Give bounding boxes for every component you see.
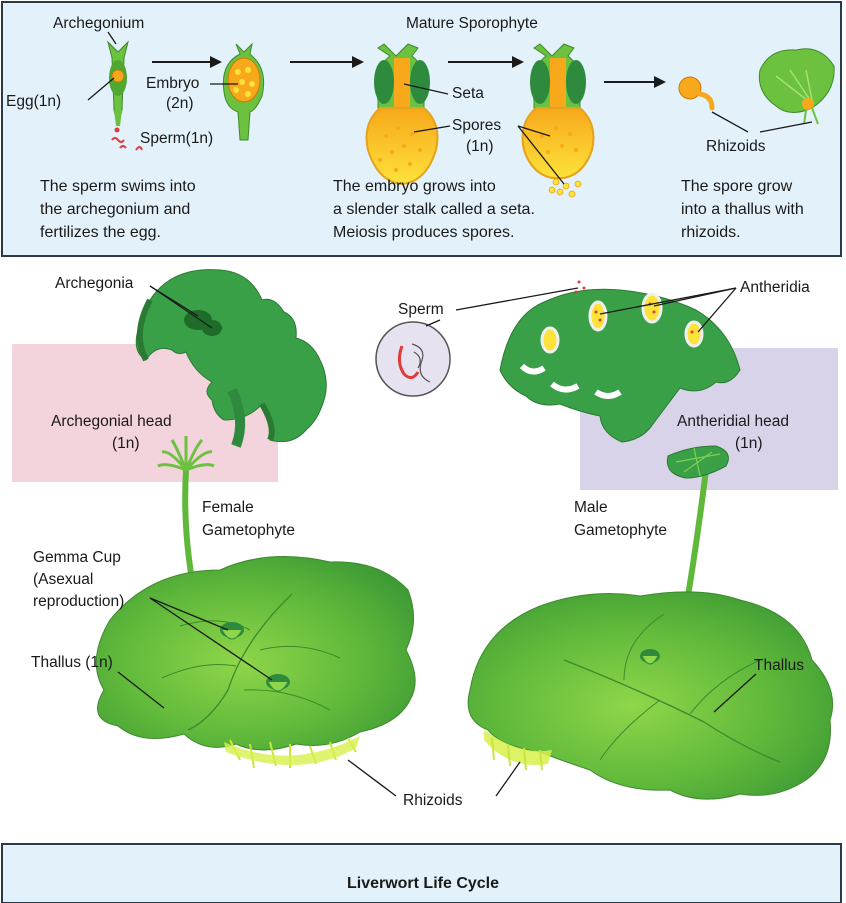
- svg-text:into a thallus with: into a thallus with: [681, 201, 804, 218]
- label-rhizoids-main: Rhizoids: [403, 792, 463, 809]
- label-antheridia: Antheridia: [740, 279, 810, 296]
- label-male: Male: [574, 499, 608, 516]
- label-gemma-reproduction: reproduction): [33, 593, 124, 610]
- svg-text:The embryo grows into: The embryo grows into: [333, 178, 496, 195]
- label-rhizoids-top: Rhizoids: [706, 138, 766, 155]
- label-spores-ploidy: (1n): [466, 138, 494, 155]
- thallus-female: [96, 557, 415, 768]
- svg-text:rhizoids.: rhizoids.: [681, 224, 741, 241]
- label-spores: Spores: [452, 117, 501, 134]
- label-thallus-left: Thallus (1n): [31, 654, 113, 671]
- label-embryo-ploidy: (2n): [166, 95, 194, 112]
- label-gemma-cup: Gemma Cup: [33, 549, 121, 566]
- label-archegonial-ploidy: (1n): [112, 435, 140, 452]
- label-egg: Egg(1n): [6, 93, 61, 110]
- label-female-gametophyte: Gametophyte: [202, 522, 295, 539]
- label-mature-sporophyte: Mature Sporophyte: [406, 15, 538, 32]
- svg-text:fertilizes the egg.: fertilizes the egg.: [40, 224, 161, 241]
- label-antheridial-head: Antheridial head: [677, 413, 789, 430]
- label-seta: Seta: [452, 85, 484, 102]
- label-antheridial-ploidy: (1n): [735, 435, 763, 452]
- label-sperm-top: Sperm(1n): [140, 130, 213, 147]
- label-male-gametophyte: Gametophyte: [574, 522, 667, 539]
- footer-panel: [2, 844, 841, 903]
- sperm-magnified: [376, 322, 450, 396]
- label-archegonium: Archegonium: [53, 15, 144, 32]
- thallus-male: [468, 592, 833, 799]
- svg-text:a slender stalk called a seta.: a slender stalk called a seta.: [333, 201, 535, 218]
- label-female: Female: [202, 499, 254, 516]
- svg-text:The spore grow: The spore grow: [681, 178, 793, 195]
- label-embryo: Embryo: [146, 75, 199, 92]
- svg-text:Meiosis produces spores.: Meiosis produces spores.: [333, 224, 514, 241]
- svg-text:the archegonium and: the archegonium and: [40, 201, 190, 218]
- label-thallus-right: Thallus: [754, 657, 804, 674]
- label-gemma-asexual: (Asexual: [33, 571, 93, 588]
- svg-text:The sperm swims into: The sperm swims into: [40, 178, 196, 195]
- footer-title: Liverwort Life Cycle: [347, 875, 499, 892]
- label-archegonial-head: Archegonial head: [51, 413, 172, 430]
- label-archegonia: Archegonia: [55, 275, 134, 292]
- label-sperm-main: Sperm: [398, 301, 444, 318]
